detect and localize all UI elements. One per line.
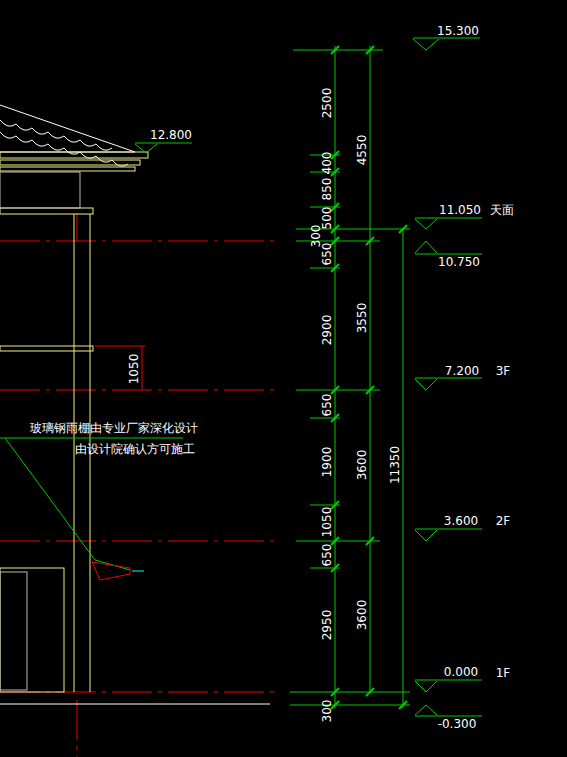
level-text: 1F <box>496 667 511 679</box>
level-text: 由设计院确认方可施工 <box>75 443 195 455</box>
level-text: 3F <box>496 365 511 377</box>
level-text: 天面 <box>490 204 514 216</box>
level-text: 0.000 <box>444 666 478 678</box>
dimension-text: 650 <box>321 394 333 417</box>
dimension-text: 2950 <box>321 610 333 641</box>
dimension-text: 3600 <box>356 600 368 631</box>
dimension-text: 1050 <box>128 354 140 385</box>
dimension-text: 650 <box>321 544 333 567</box>
dimension-text: 500 <box>321 207 333 230</box>
dimension-text: 1900 <box>321 447 333 478</box>
dimension-text: 1050 <box>321 507 333 538</box>
dimension-text: 300 <box>321 700 333 723</box>
dimension-text: 2900 <box>321 315 333 346</box>
level-text: 玻璃钢雨棚由专业厂家深化设计 <box>30 422 198 434</box>
dimension-text: 2500 <box>321 88 333 119</box>
dimension-text: 11350 <box>389 446 401 484</box>
level-text: 15.300 <box>437 25 479 37</box>
dimension-text: 3600 <box>356 450 368 481</box>
level-text: -0.300 <box>438 718 477 730</box>
dimension-text: 850 <box>321 178 333 201</box>
dimension-text: 400 <box>321 152 333 175</box>
level-text: 2F <box>496 515 511 527</box>
dimension-text: 3550 <box>356 303 368 334</box>
level-text: 11.050 <box>439 204 481 216</box>
level-text: 3.600 <box>444 515 478 527</box>
dimension-text: 650 <box>321 243 333 266</box>
dimension-text: 4550 <box>356 135 368 166</box>
level-text: 7.200 <box>445 365 479 377</box>
level-text: 12.800 <box>150 129 192 141</box>
level-text: 10.750 <box>438 256 480 268</box>
